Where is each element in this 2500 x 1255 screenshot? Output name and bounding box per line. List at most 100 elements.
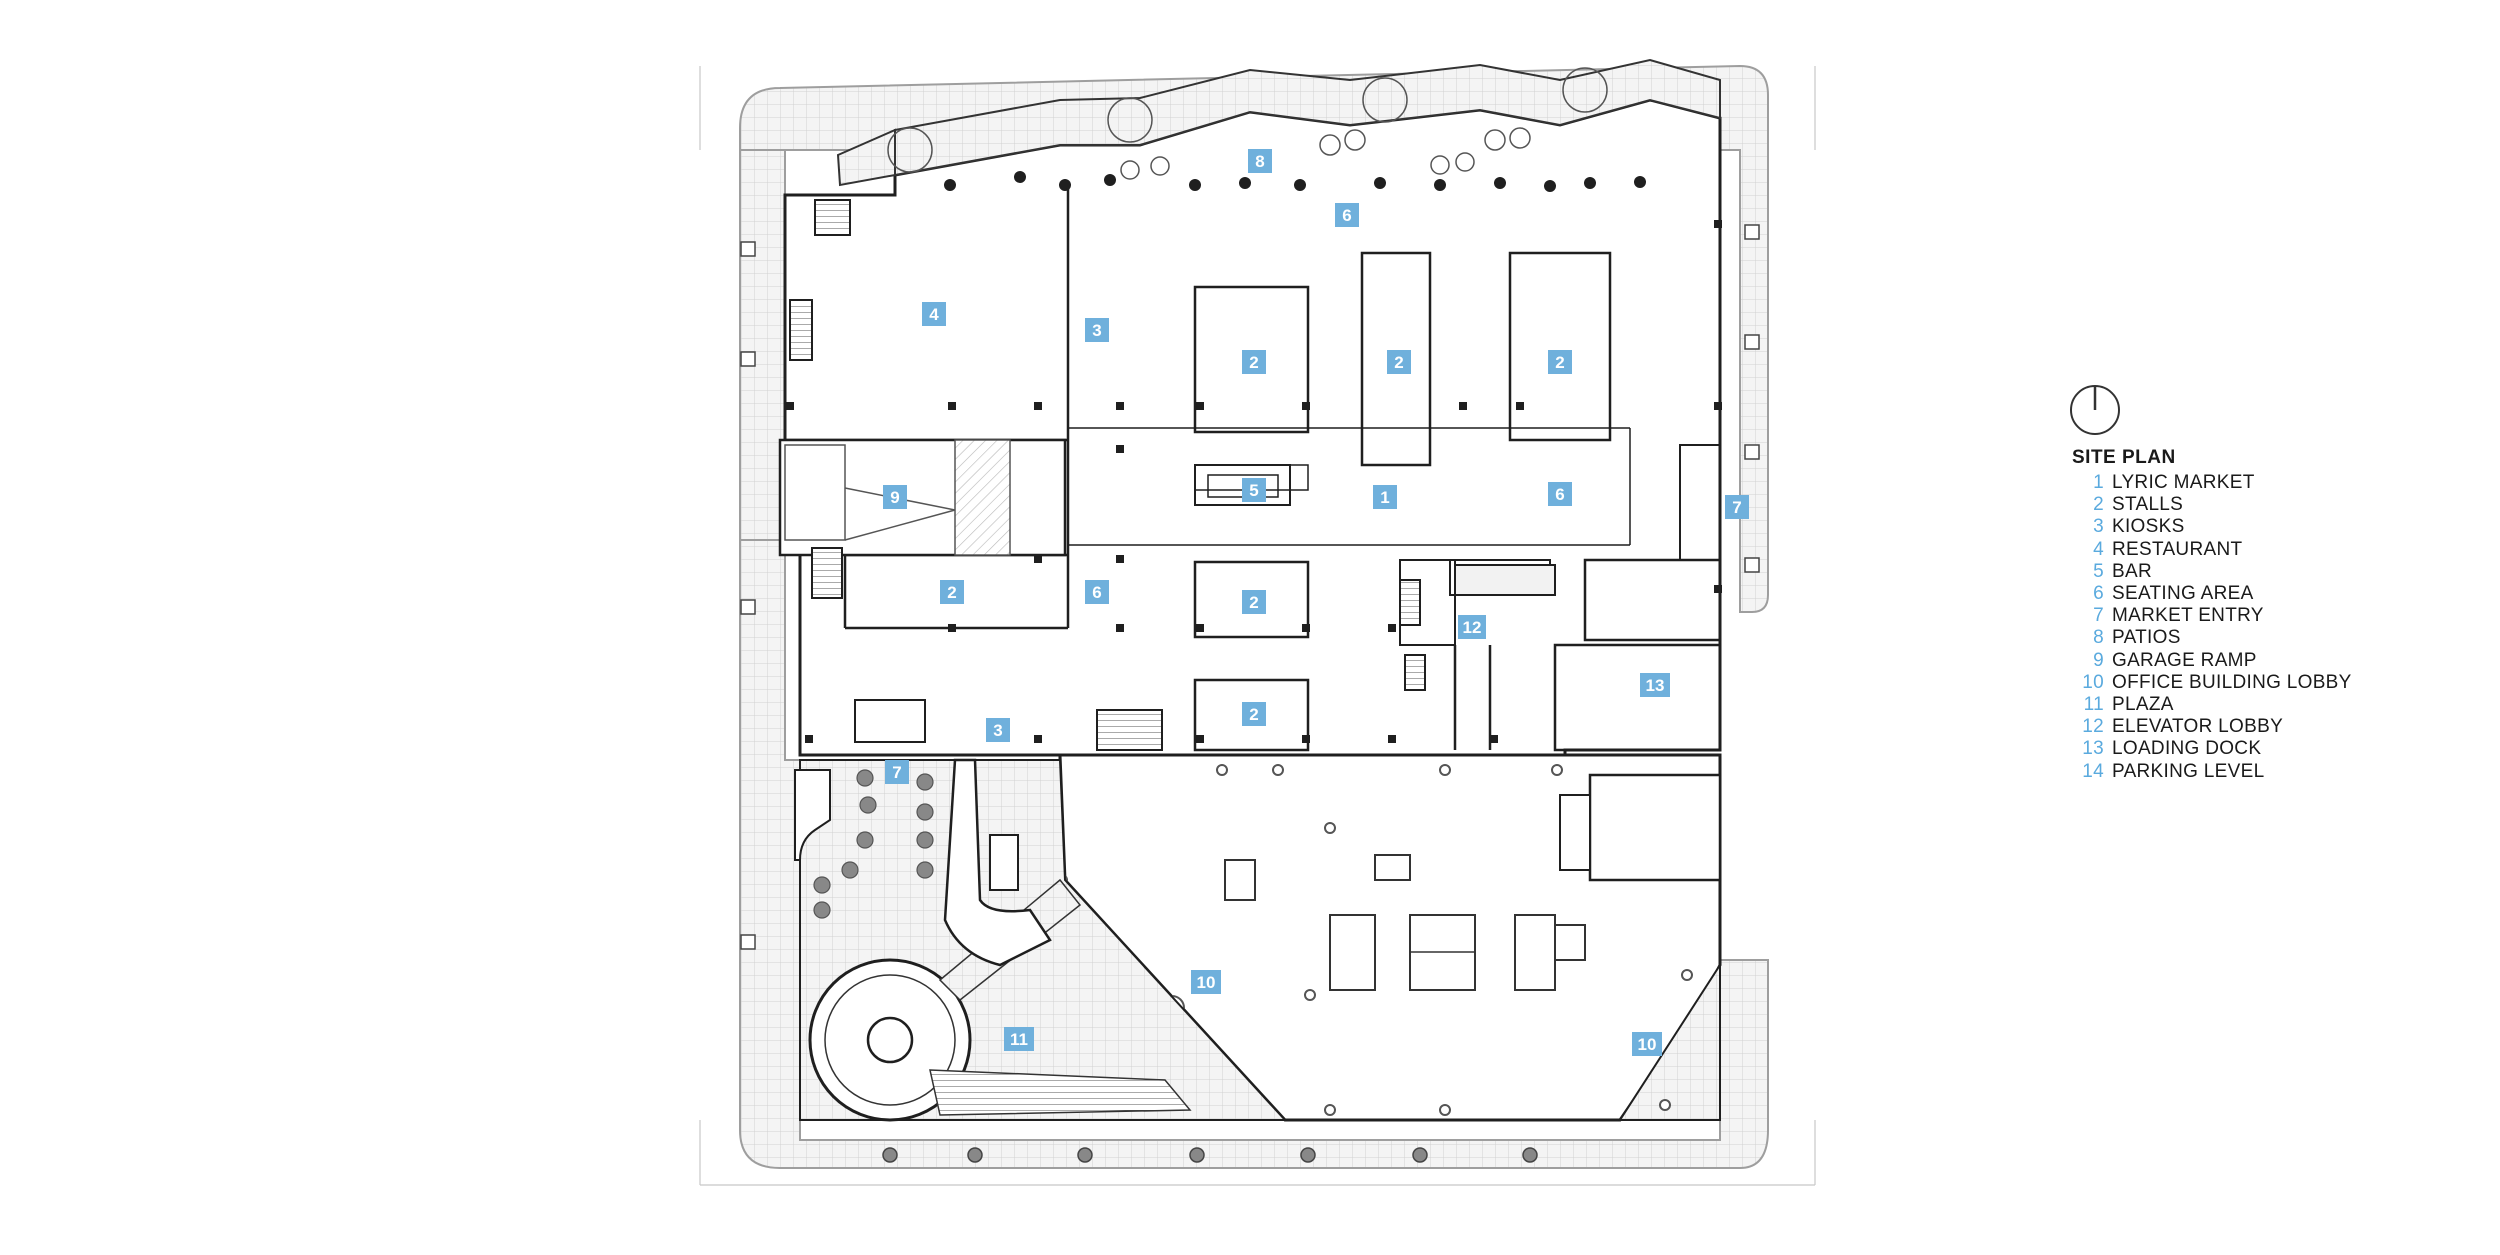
stairs: [789, 199, 1556, 751]
tag-stalls-a: 2: [1242, 350, 1266, 374]
legend-label: RESTAURANT: [2112, 538, 2243, 560]
plan-tags: 8 6 4 3 2 2 2 9 5 1 6 7 2 6 2 12 13 3 2 …: [883, 149, 1749, 1056]
tag-bar-label: 5: [1249, 481, 1258, 500]
tag-seating-area-west-label: 6: [1092, 583, 1101, 602]
tag-patios-label: 8: [1255, 152, 1264, 171]
legend-item: 11 PLAZA: [2072, 694, 2402, 716]
tag-stalls-f-label: 2: [1249, 705, 1258, 724]
legend-label: ELEVATOR LOBBY: [2112, 716, 2284, 738]
tag-restaurant: 4: [922, 302, 946, 326]
tag-elevator-lobby: 12: [1458, 615, 1486, 639]
tag-market-entry-east-label: 7: [1732, 498, 1741, 517]
legend-label: GARAGE RAMP: [2112, 649, 2257, 671]
legend-label: SEATING AREA: [2112, 583, 2254, 605]
legend-number: 1: [2093, 472, 2104, 493]
tag-seating-area-east: 6: [1548, 482, 1572, 506]
legend-number: 13: [2082, 738, 2104, 760]
tag-bar: 5: [1242, 478, 1266, 502]
north-arrow-icon: [2070, 385, 2120, 435]
tag-elevator-lobby-label: 12: [1463, 618, 1482, 637]
legend-item: 14 PARKING LEVEL: [2072, 761, 2402, 783]
tag-loading-dock-label: 13: [1646, 676, 1665, 695]
legend-list: 1 LYRIC MARKET 2 STALLS 3 KIOSKS 4 RESTAURAN…: [2072, 472, 2402, 783]
legend-label: STALLS: [2112, 494, 2184, 516]
tag-seating-area-west: 6: [1085, 580, 1109, 604]
tag-office-lobby-west: 10: [1191, 970, 1221, 994]
tag-loading-dock: 13: [1640, 673, 1670, 697]
tag-market-entry-south-label: 7: [892, 763, 901, 782]
legend-number: 3: [2093, 516, 2104, 538]
tag-restaurant-label: 4: [929, 305, 939, 324]
patio-strip: [836, 58, 1721, 192]
tag-garage-ramp: 9: [883, 485, 907, 509]
legend-number: 9: [2093, 649, 2104, 671]
site-guide-lines: [699, 66, 1816, 1186]
tag-stalls-b: 2: [1387, 350, 1411, 374]
legend-label: PARKING LEVEL: [2112, 760, 2265, 782]
legend-number: 11: [2083, 694, 2104, 716]
tag-plaza: 11: [1004, 1027, 1034, 1051]
tag-lyric-market-label: 1: [1380, 488, 1389, 507]
tag-patios: 8: [1248, 149, 1272, 173]
legend-number: 2: [2093, 494, 2104, 516]
legend-item: 3 KIOSKS: [2072, 516, 2402, 538]
street-trees: [740, 224, 1760, 1163]
tag-stalls-c: 2: [1548, 350, 1572, 374]
legend-label: LYRIC MARKET: [2112, 472, 2255, 493]
tag-seating-area-north-label: 6: [1342, 206, 1351, 225]
tag-seating-area-east-label: 6: [1555, 485, 1564, 504]
legend-number: 8: [2093, 627, 2104, 649]
legend-label: PATIOS: [2112, 627, 2181, 649]
tag-stalls-a-label: 2: [1249, 353, 1258, 372]
legend-label: LOADING DOCK: [2112, 738, 2262, 760]
legend-label: OFFICE BUILDING LOBBY: [2112, 671, 2352, 693]
legend-item: 1 LYRIC MARKET: [2072, 472, 2402, 494]
legend-item: 9 GARAGE RAMP: [2072, 650, 2402, 672]
legend-number: 4: [2093, 538, 2104, 560]
tag-office-lobby-east-label: 10: [1638, 1035, 1657, 1054]
legend-number: 12: [2082, 716, 2104, 738]
tag-office-lobby-west-label: 10: [1197, 973, 1216, 992]
tag-stalls-b-label: 2: [1394, 353, 1403, 372]
legend-label: KIOSKS: [2112, 516, 2185, 538]
tag-stalls-d: 2: [940, 580, 964, 604]
legend-number: 5: [2093, 560, 2104, 582]
legend-number: 7: [2093, 605, 2104, 627]
legend-item: 12 ELEVATOR LOBBY: [2072, 716, 2402, 738]
legend-label: PLAZA: [2112, 694, 2174, 716]
tag-kiosks-south-label: 3: [993, 721, 1002, 740]
tag-stalls-f: 2: [1242, 702, 1266, 726]
tag-market-entry-east: 7: [1725, 495, 1749, 519]
legend-title: SITE PLAN: [2072, 447, 2176, 468]
tag-stalls-e-label: 2: [1249, 593, 1258, 612]
legend-item: 13 LOADING DOCK: [2072, 738, 2402, 760]
building-outline: [783, 98, 1722, 762]
tag-seating-area-north: 6: [1335, 203, 1359, 227]
tag-stalls-c-label: 2: [1555, 353, 1564, 372]
tag-plaza-label: 11: [1010, 1030, 1028, 1049]
plaza: [794, 699, 1288, 1122]
legend-item: 4 RESTAURANT: [2072, 539, 2402, 561]
garage-ramp: [778, 438, 1067, 557]
tag-kiosks-north: 3: [1085, 318, 1109, 342]
tag-kiosks-south: 3: [986, 718, 1010, 742]
legend-item: 2 STALLS: [2072, 494, 2402, 516]
legend-number: 10: [2082, 671, 2104, 693]
tag-market-entry-south: 7: [885, 760, 909, 784]
legend-item: 8 PATIOS: [2072, 627, 2402, 649]
tag-office-lobby-east: 10: [1632, 1032, 1662, 1056]
legend-item: 10 OFFICE BUILDING LOBBY: [2072, 672, 2402, 694]
tag-garage-ramp-label: 9: [890, 488, 899, 507]
columns: [786, 220, 1722, 743]
legend-number: 6: [2093, 583, 2104, 605]
tag-lyric-market: 1: [1373, 485, 1397, 509]
legend-item: 6 SEATING AREA: [2072, 583, 2402, 605]
legend-label: MARKET ENTRY: [2112, 605, 2264, 627]
legend-number: 14: [2082, 760, 2104, 782]
tag-kiosks-north-label: 3: [1092, 321, 1101, 340]
tag-stalls-d-label: 2: [947, 583, 956, 602]
tag-stalls-e: 2: [1242, 590, 1266, 614]
